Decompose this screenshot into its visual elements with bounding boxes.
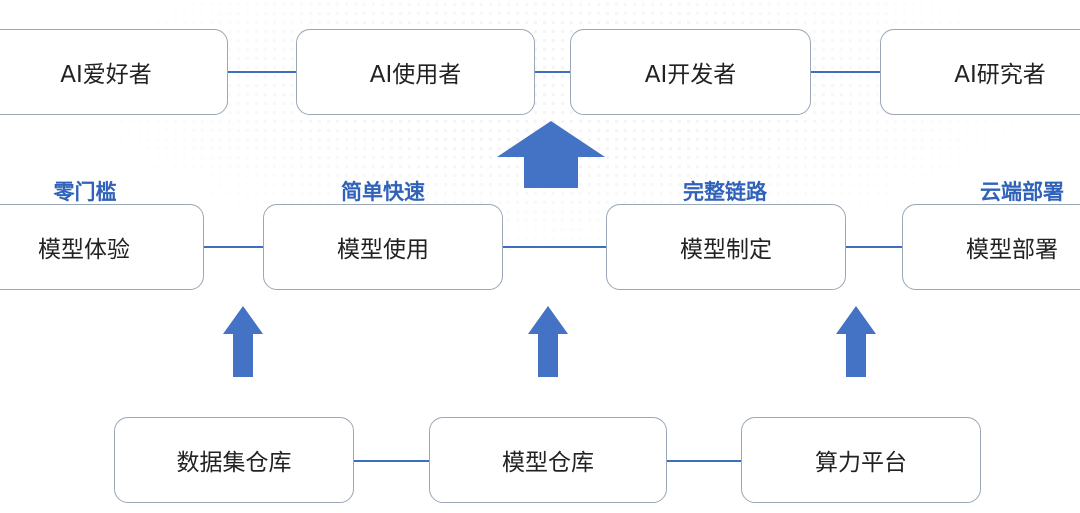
tag-zero-threshold: 零门槛 xyxy=(53,180,117,204)
mid-node-model-deploy: 模型部署 xyxy=(902,204,1080,290)
connector-line xyxy=(203,246,264,248)
mid-node-model-experience: 模型体验 xyxy=(0,204,204,290)
tag-cloud-deploy: 云端部署 xyxy=(980,180,1064,204)
top-node-ai-researcher: AI研究者 xyxy=(880,29,1080,115)
top-node-ai-user: AI使用者 xyxy=(296,29,535,115)
top-node-ai-enthusiast: AI爱好者 xyxy=(0,29,228,115)
tag-complete-chain: 完整链路 xyxy=(683,180,767,204)
mid-node-model-customize: 模型制定 xyxy=(606,204,846,290)
bottom-node-compute-platform: 算力平台 xyxy=(741,417,981,503)
connector-line xyxy=(534,71,571,73)
connector-line xyxy=(845,246,903,248)
up-arrow-icon xyxy=(528,306,568,377)
tag-simple-fast: 简单快速 xyxy=(341,180,425,204)
bottom-node-dataset-repo: 数据集仓库 xyxy=(114,417,354,503)
up-arrow-icon xyxy=(223,306,263,377)
top-node-ai-developer: AI开发者 xyxy=(570,29,811,115)
connector-line xyxy=(810,71,882,73)
connector-line xyxy=(227,71,297,73)
bottom-node-model-repo: 模型仓库 xyxy=(429,417,667,503)
mid-node-model-usage: 模型使用 xyxy=(263,204,503,290)
connector-line xyxy=(502,246,607,248)
up-arrow-icon xyxy=(836,306,876,377)
up-arrow-icon xyxy=(497,121,605,188)
connector-line xyxy=(353,460,430,462)
connector-line xyxy=(666,460,742,462)
